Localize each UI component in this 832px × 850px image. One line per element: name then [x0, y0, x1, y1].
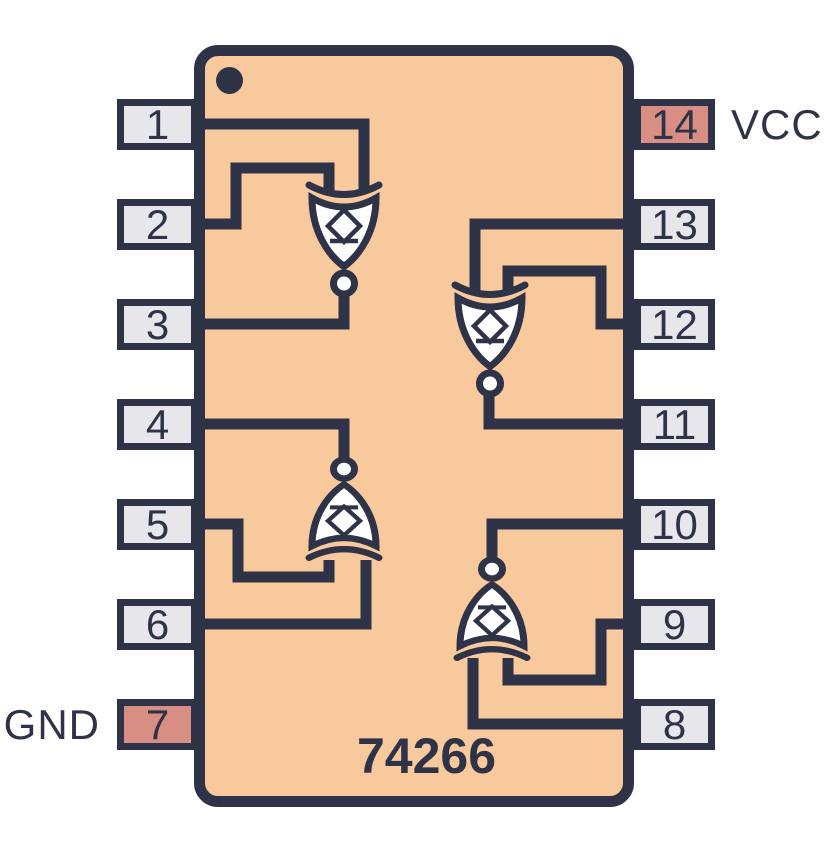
wire-pin2-to-gate1 — [198, 162, 335, 230]
inversion-bubble — [476, 369, 504, 398]
wire-pin8-to-gate4 — [467, 658, 635, 730]
wire-pin13-to-gate2 — [469, 218, 635, 291]
wire-pin12-to-gate2 — [502, 265, 635, 330]
wire-pin4-to-gate3 — [198, 418, 350, 459]
pin-11: 11 — [634, 399, 715, 450]
xnor-diamond-icon — [324, 503, 364, 539]
wire-pin6-to-gate3 — [198, 560, 372, 630]
wire-gate1-to-pin3 — [198, 295, 350, 330]
xnor-gate-3 — [305, 456, 383, 561]
pin-2: 2 — [117, 199, 198, 250]
pin-4: 4 — [117, 399, 198, 450]
pin-9: 9 — [634, 599, 715, 650]
pin-8: 8 — [634, 699, 715, 750]
wire-pin10-to-gate4 — [486, 518, 635, 559]
chip-title: 74266 — [356, 728, 497, 784]
wire-pin9-to-gate4 — [502, 618, 635, 686]
pin-14-vcc: 14 — [634, 99, 715, 150]
pin-3: 3 — [117, 299, 198, 350]
wire-pin1-to-gate1 — [198, 118, 370, 192]
xor-input-arc — [305, 181, 383, 198]
xnor-diamond-icon — [324, 206, 364, 246]
pin-1: 1 — [117, 99, 198, 150]
inversion-bubble — [330, 269, 358, 298]
xor-input-arc — [453, 646, 531, 661]
wire-gate2-to-pin11 — [483, 395, 635, 430]
xor-input-arc — [451, 281, 529, 298]
pin-6: 6 — [117, 599, 198, 650]
gnd-label: GND — [3, 700, 100, 748]
wire-pin5-to-gate3 — [198, 518, 335, 583]
inversion-bubble — [478, 556, 506, 582]
xor-input-arc — [305, 546, 383, 561]
pin-13: 13 — [634, 199, 715, 250]
pin-10: 10 — [634, 499, 715, 550]
pin-12: 12 — [634, 299, 715, 350]
xnor-gate-4 — [453, 556, 531, 661]
pin-5: 5 — [117, 499, 198, 550]
xnor-diamond-icon — [470, 306, 510, 346]
xnor-diamond-icon — [472, 603, 512, 639]
gate-body — [454, 292, 526, 371]
vcc-label: VCC — [731, 100, 823, 148]
xnor-gate-2 — [451, 281, 529, 398]
pin-7-gnd: 7 — [117, 699, 198, 750]
xnor-gate-1 — [305, 181, 383, 298]
pin1-indicator-dot — [216, 67, 243, 94]
gate-body — [308, 192, 380, 271]
inversion-bubble — [330, 456, 358, 482]
